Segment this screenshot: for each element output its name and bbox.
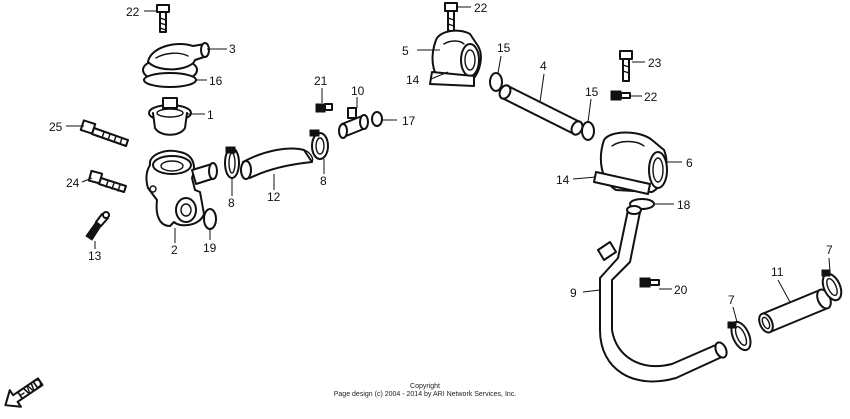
callout-22-top-center: 22	[474, 1, 488, 15]
callout-6: 6	[686, 156, 693, 170]
water-connecting-pipe-6	[593, 131, 668, 195]
callout-9: 9	[570, 286, 577, 300]
copyright-line-1: Copyright	[410, 383, 440, 390]
callout-1: 1	[207, 108, 214, 122]
callout-25: 25	[49, 120, 63, 134]
callout-15-upper: 15	[497, 41, 511, 55]
leader-lines	[66, 6, 831, 323]
callout-7-lower: 7	[728, 293, 735, 307]
hose-clamp-8-right	[309, 129, 329, 160]
callout-2: 2	[171, 243, 178, 257]
callout-8-left: 8	[228, 196, 235, 210]
callout-15-lower: 15	[585, 85, 599, 99]
callout-14-upper: 14	[406, 73, 420, 87]
thermostat-1	[148, 97, 192, 136]
hose-clamp-7-lower	[727, 320, 752, 352]
callout-8-right: 8	[320, 174, 327, 188]
water-joint-10	[338, 107, 369, 139]
sensor-13	[85, 211, 110, 241]
bolt-22-right	[610, 90, 631, 101]
hose-clamp-7-upper	[821, 269, 843, 302]
bolt-25	[79, 119, 129, 147]
bypass-pipe-9	[597, 205, 728, 383]
callout-5: 5	[402, 44, 409, 58]
water-pipe-4	[498, 84, 584, 136]
hose-clamp-8-left	[224, 146, 240, 179]
callout-12: 12	[267, 190, 281, 204]
bolt-22-top-left	[156, 4, 170, 33]
thermostat-housing-2	[145, 149, 218, 227]
callout-18: 18	[677, 198, 691, 212]
gasket-16	[143, 72, 197, 88]
o-ring-19	[203, 208, 217, 230]
callout-22-right: 22	[644, 90, 658, 104]
bolt-24	[87, 169, 127, 193]
callout-14-lower: 14	[556, 173, 570, 187]
callout-21: 21	[314, 74, 328, 88]
callout-23: 23	[648, 56, 662, 70]
o-ring-15-lower	[581, 121, 595, 141]
bolt-23	[619, 50, 633, 82]
o-ring-15-upper	[489, 72, 503, 92]
callout-numbers: 22 3 16 1 25 24 2 19 13 8 12 8 21 10 17 …	[49, 1, 833, 307]
callout-10: 10	[351, 84, 365, 98]
o-ring-17	[371, 111, 383, 127]
callout-11: 11	[771, 265, 784, 279]
water-hose-11	[758, 288, 832, 334]
bolt-21	[315, 103, 333, 113]
callout-24: 24	[66, 176, 80, 190]
callout-13: 13	[88, 249, 102, 263]
callout-17: 17	[402, 114, 416, 128]
callout-7-upper: 7	[826, 243, 833, 257]
copyright-line-2: Page design (c) 2004 - 2014 by ARI Netwo…	[333, 391, 517, 398]
water-hose-12	[240, 147, 314, 180]
bolt-20	[639, 277, 660, 288]
callout-19: 19	[203, 241, 217, 255]
callout-3: 3	[229, 42, 236, 56]
water-outlet-5	[429, 29, 482, 87]
callout-22-top-left: 22	[126, 5, 140, 19]
callout-4: 4	[540, 59, 547, 73]
copyright-notice: Copyright Page design (c) 2004 - 2014 by…	[0, 383, 850, 399]
callout-16: 16	[209, 74, 223, 88]
callout-20: 20	[674, 283, 688, 297]
